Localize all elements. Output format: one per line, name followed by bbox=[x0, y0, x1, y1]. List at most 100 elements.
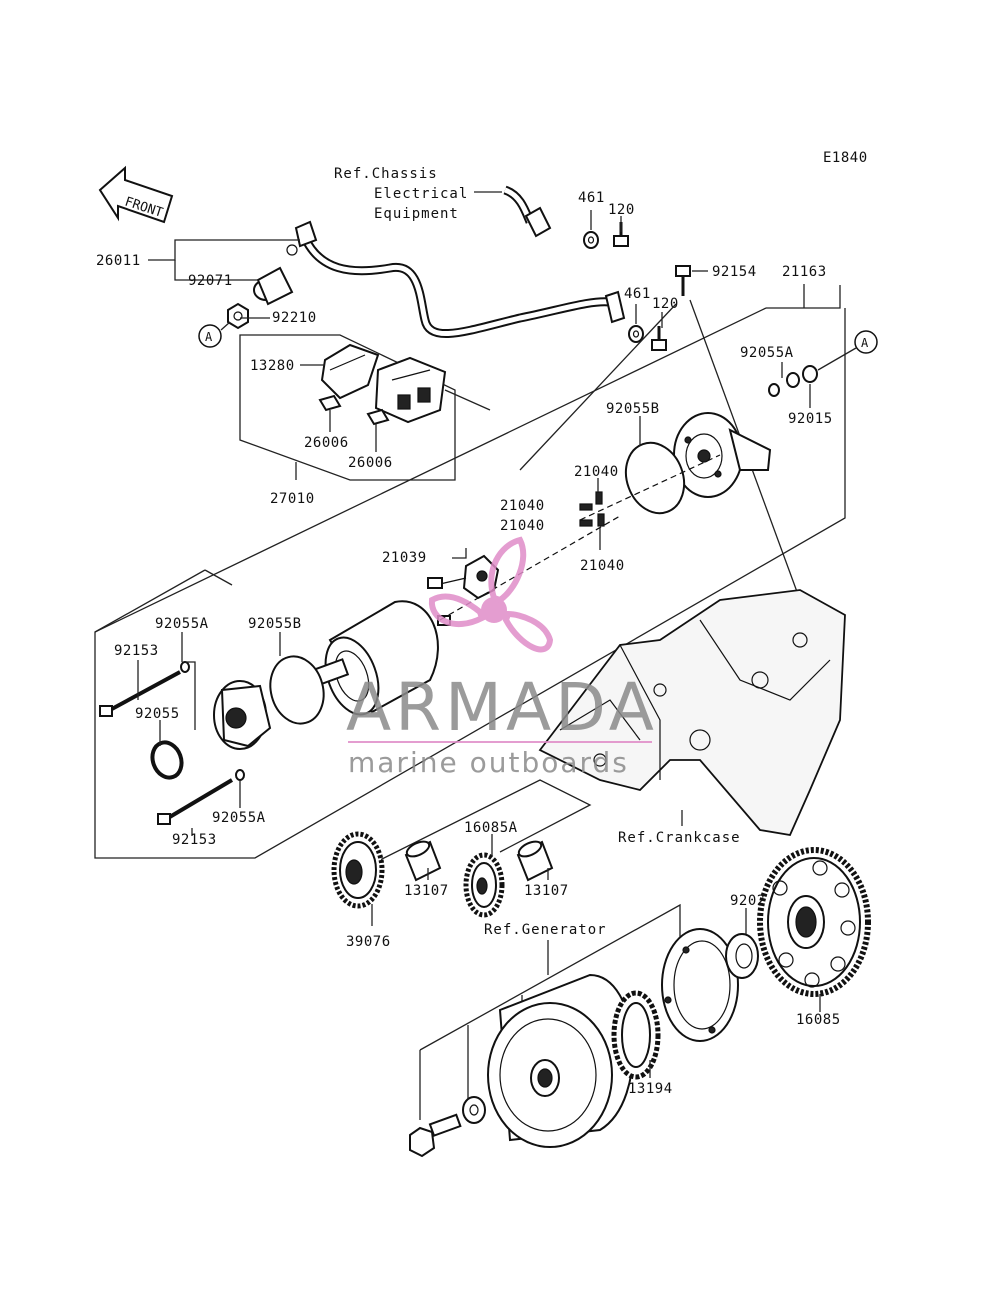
svg-text:A: A bbox=[861, 336, 869, 350]
oring-92055B-top bbox=[624, 441, 686, 515]
gear-39076 bbox=[331, 831, 385, 909]
part-label-92154: 92154 bbox=[712, 264, 757, 280]
part-label-16085: 16085 bbox=[796, 1012, 841, 1028]
part-label-120-lower: 120 bbox=[652, 296, 679, 312]
gear-16085 bbox=[757, 847, 871, 997]
part-label-21040-c: 21040 bbox=[500, 518, 545, 534]
fuse-26006-right bbox=[366, 408, 390, 426]
part-label-26011: 26011 bbox=[96, 253, 141, 269]
oring-92055B-left bbox=[269, 655, 325, 725]
boundary-line bbox=[204, 569, 233, 586]
part-label-26006-right: 26006 bbox=[348, 455, 393, 471]
ref-crankcase-label: Ref.Crankcase bbox=[618, 830, 741, 846]
svg-text:A: A bbox=[205, 330, 213, 344]
ref-chassis-label-2: Electrical bbox=[374, 186, 468, 202]
part-label-92055A-bottom: 92055A bbox=[212, 810, 266, 826]
crankcase bbox=[538, 589, 846, 837]
generator-leader bbox=[419, 903, 681, 1051]
starter-motor-group-boundary bbox=[94, 307, 846, 859]
leader-line bbox=[444, 389, 491, 411]
part-label-461-lower: 461 bbox=[624, 286, 651, 302]
oring-92055 bbox=[150, 740, 184, 780]
flywheel-bolt bbox=[409, 1113, 462, 1158]
relay-cover-13280 bbox=[320, 343, 380, 400]
part-label-13194: 13194 bbox=[628, 1081, 673, 1097]
relay-kit-outline bbox=[239, 334, 456, 481]
leader-line bbox=[174, 260, 258, 281]
flywheel-washer bbox=[462, 1096, 486, 1124]
washer-92026 bbox=[725, 933, 759, 979]
gear-16085A bbox=[463, 852, 505, 918]
starter-cable bbox=[300, 185, 626, 338]
part-label-13107-right: 13107 bbox=[524, 883, 569, 899]
callout-a-right: A bbox=[854, 330, 878, 354]
leader-line bbox=[148, 239, 300, 261]
oring-92055A-bottom bbox=[235, 769, 245, 781]
part-label-92055B-top: 92055B bbox=[606, 401, 660, 417]
leader-line bbox=[185, 661, 196, 730]
part-label-92055: 92055 bbox=[135, 706, 180, 722]
part-label-21163: 21163 bbox=[782, 264, 827, 280]
armada-watermark-logo: ARMADA marine outboards bbox=[346, 536, 658, 779]
oring-92055A-left bbox=[180, 661, 190, 673]
sleeve-13107-right bbox=[516, 840, 554, 882]
watermark-tagline: marine outboards bbox=[348, 746, 629, 779]
part-label-13280: 13280 bbox=[250, 358, 295, 374]
leader-line bbox=[452, 548, 467, 559]
oring-92055A-top bbox=[768, 383, 780, 397]
boundary-line bbox=[94, 569, 206, 633]
front-arrow-icon: FRONT bbox=[98, 165, 174, 224]
assembly-axis bbox=[579, 454, 721, 521]
one-way-clutch-13194 bbox=[611, 990, 661, 1080]
starter-relay bbox=[374, 356, 447, 424]
nut-92015 bbox=[786, 365, 818, 388]
part-label-21039: 21039 bbox=[382, 550, 427, 566]
callout-a-left: A bbox=[198, 321, 231, 348]
watermark-brand: ARMADA bbox=[346, 669, 658, 746]
bolt-92153-bottom bbox=[157, 778, 234, 825]
part-label-461-top: 461 bbox=[578, 190, 605, 206]
brushes-21040 bbox=[579, 491, 605, 527]
part-label-92071: 92071 bbox=[188, 273, 233, 289]
sleeve-13107-left bbox=[404, 840, 442, 882]
part-label-92015: 92015 bbox=[788, 411, 833, 427]
part-label-92210: 92210 bbox=[272, 310, 317, 326]
leader-line bbox=[519, 303, 677, 471]
part-label-21040-a: 21040 bbox=[574, 464, 619, 480]
starter-motor-body bbox=[312, 600, 439, 716]
starter-end-cover bbox=[673, 412, 772, 498]
part-label-92055B-left: 92055B bbox=[248, 616, 302, 632]
part-label-92055A-left: 92055A bbox=[155, 616, 209, 632]
nut-92210 bbox=[227, 302, 249, 330]
terminal-cap bbox=[253, 220, 318, 306]
generator-flywheel bbox=[487, 973, 634, 1148]
propeller-icon bbox=[428, 536, 554, 653]
washer-461-lower bbox=[628, 325, 644, 343]
part-label-39076: 39076 bbox=[346, 934, 391, 950]
leader-line bbox=[817, 347, 857, 371]
starter-front-cover bbox=[213, 680, 272, 750]
diagram-code: E1840 bbox=[823, 150, 868, 166]
part-label-27010: 27010 bbox=[270, 491, 315, 507]
part-label-21040-d: 21040 bbox=[580, 558, 625, 574]
fuse-26006-left bbox=[318, 394, 342, 412]
part-label-13107-left: 13107 bbox=[404, 883, 449, 899]
part-label-120-top: 120 bbox=[608, 202, 635, 218]
washer-461-top bbox=[583, 231, 599, 249]
part-label-92153-bottom: 92153 bbox=[172, 832, 217, 848]
ref-generator-label: Ref.Generator bbox=[484, 922, 607, 938]
part-label-21040-b: 21040 bbox=[500, 498, 545, 514]
bolt-120-lower bbox=[651, 326, 667, 351]
clutch-housing bbox=[661, 928, 739, 1042]
part-label-16085A: 16085A bbox=[464, 820, 518, 836]
bolt-92154 bbox=[675, 265, 691, 296]
ref-chassis-label-3: Equipment bbox=[374, 206, 459, 222]
part-label-92153-top: 92153 bbox=[114, 643, 159, 659]
bolt-92153-top bbox=[99, 670, 181, 717]
gear-group-outline bbox=[379, 779, 592, 861]
part-label-92055A-top: 92055A bbox=[740, 345, 794, 361]
part-label-26006-left: 26006 bbox=[304, 435, 349, 451]
ref-chassis-label: Ref.Chassis bbox=[334, 166, 438, 182]
